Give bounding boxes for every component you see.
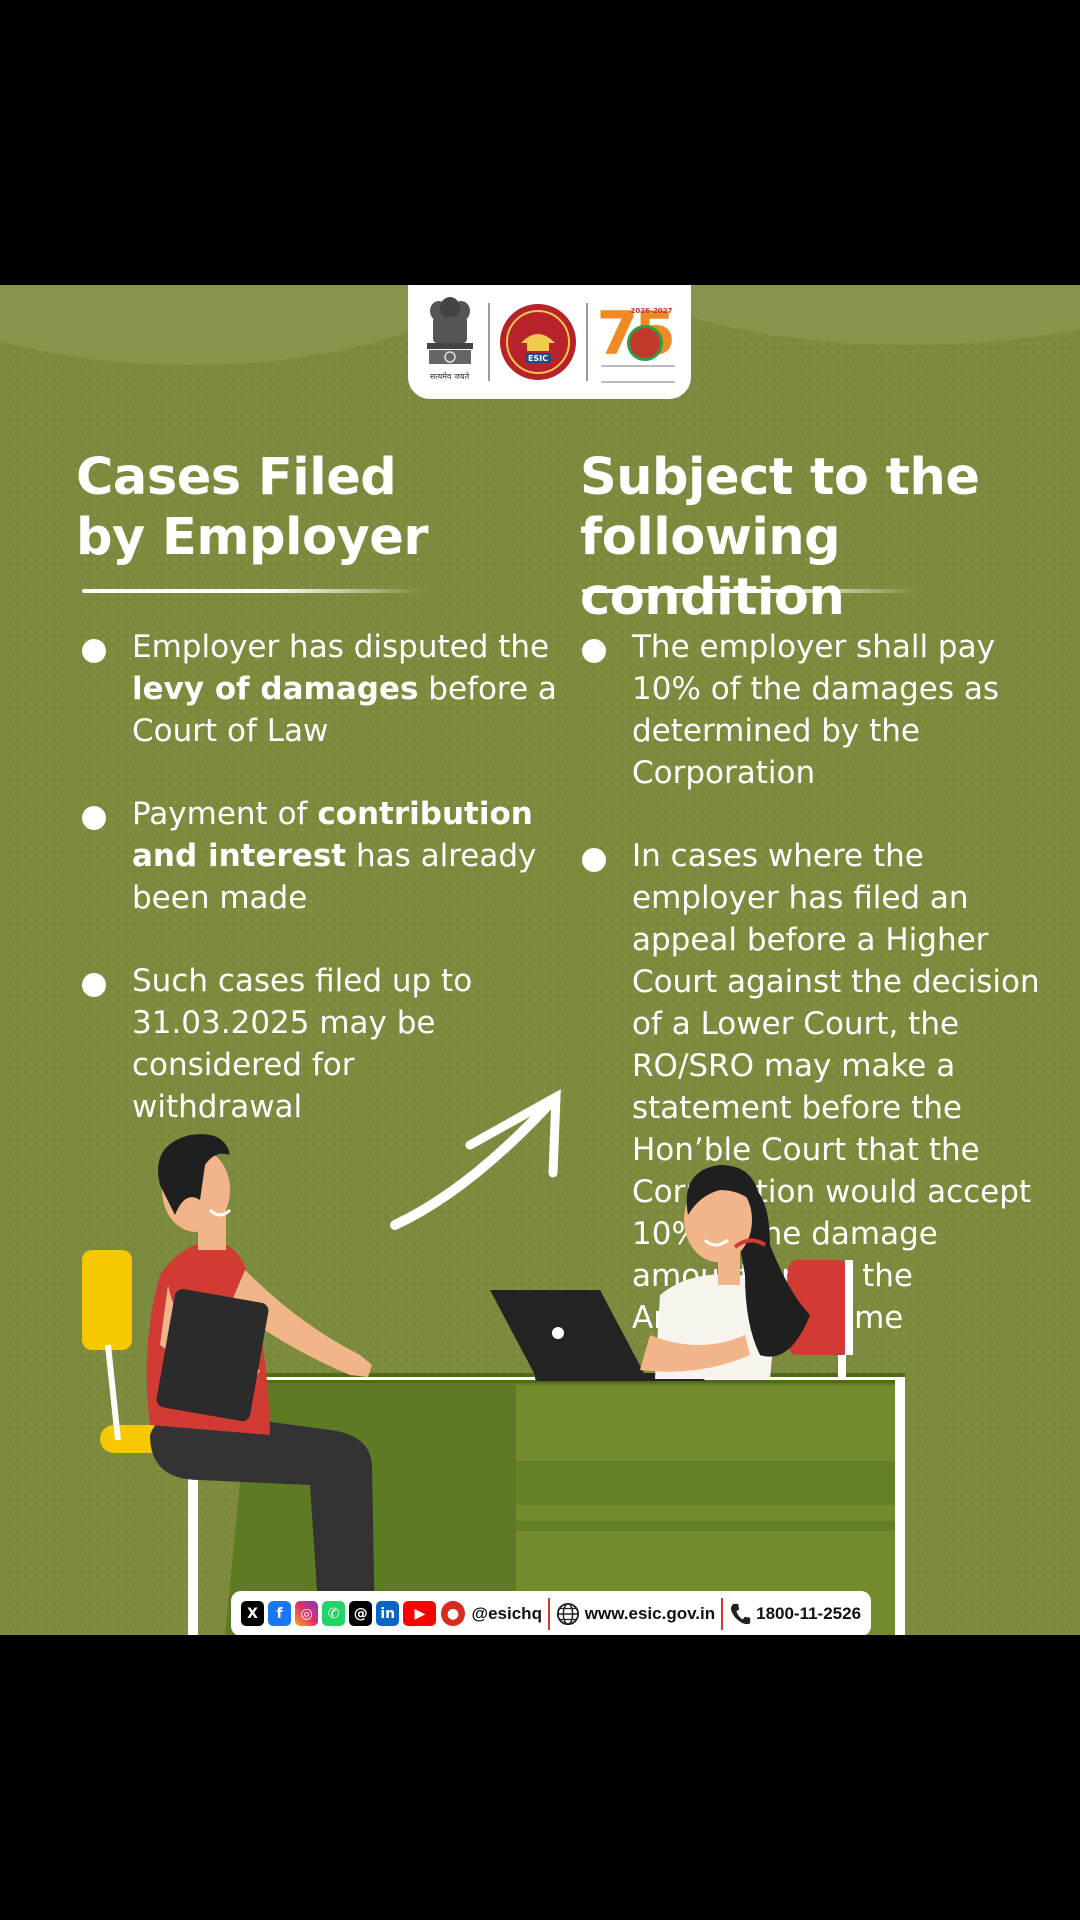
emblem-motto: सत्यमेव जयते [429,372,470,381]
national-emblem-logo: सत्यमेव जयते [421,297,479,387]
website-link[interactable]: www.esic.gov.in [584,1603,716,1623]
koo-icon[interactable]: ● [441,1601,465,1626]
right-bullet-item: The employer shall pay 10% of the damage… [582,626,1047,794]
logo-divider [487,303,490,381]
left-heading-underline [82,589,427,593]
logo-card: सत्यमेव जयते ESIC 75 2026-2027 [408,285,691,399]
left-bullet-list: Employer has disputed the levy of damage… [82,626,562,1128]
lion-capital-icon [426,297,473,364]
anniversary-ring [626,325,663,361]
woman-figure [640,1165,810,1379]
anniversary-75-logo: 75 2026-2027 [597,299,679,383]
office-illustration [82,1089,905,1635]
poster: सत्यमेव जयते ESIC 75 2026-2027 Cases Fil… [0,285,1080,1635]
man-figure [146,1134,375,1635]
footer-divider [721,1597,723,1630]
linkedin-icon[interactable]: in [376,1601,400,1626]
anniversary-caption-lines [600,365,675,383]
globe-icon [556,1602,579,1625]
whatsapp-icon[interactable]: ✆ [322,1601,346,1626]
esic-logo: ESIC [499,304,576,380]
youtube-icon[interactable]: ▶ [403,1601,437,1626]
red-chair [788,1260,853,1380]
facebook-icon[interactable]: f [268,1601,292,1626]
left-heading: Cases Filed by Employer [76,448,429,567]
footer-contact-bar: X f ◎ ✆ @ in ▶ ● @esichq www.esic.gov.in… [231,1591,871,1635]
x-icon[interactable]: X [241,1601,265,1626]
right-heading-underline [582,589,922,593]
left-bullet-item: Such cases filed up to 31.03.2025 may be… [82,960,562,1128]
helpline-number[interactable]: 1800-11-2526 [756,1603,862,1623]
instagram-icon[interactable]: ◎ [295,1601,319,1626]
right-heading: Subject to the following condition [580,448,980,627]
arrow-icon [390,1089,561,1230]
threads-icon[interactable]: @ [349,1601,373,1626]
left-bullet-item: Payment of contribution and interest has… [82,793,562,919]
left-bullet-item: Employer has disputed the levy of damage… [82,626,562,752]
anniversary-years: 2026-2027 [630,307,673,315]
svg-text:ESIC: ESIC [527,354,547,363]
social-handle: @esichq [471,1603,542,1623]
logo-divider [585,303,588,381]
footer-divider [547,1597,550,1630]
phone-icon [730,1603,751,1624]
